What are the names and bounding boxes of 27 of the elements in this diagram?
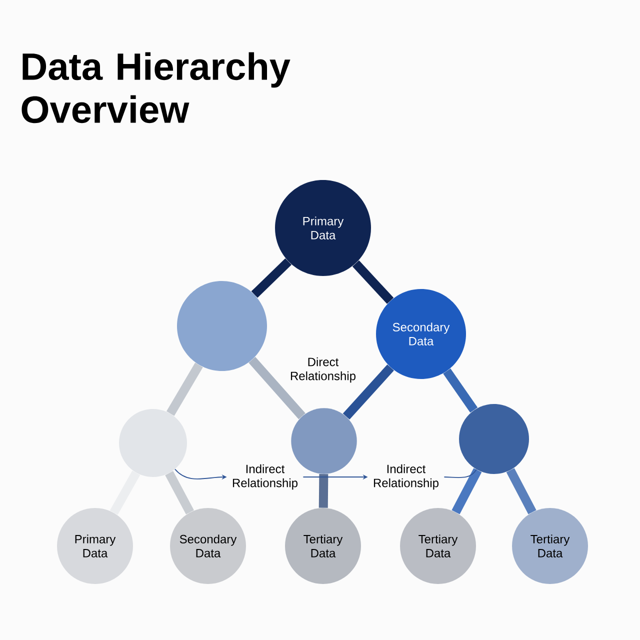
circle-node: Tertiary Data <box>512 508 588 584</box>
circle-node: Secondary Data <box>376 289 466 379</box>
connector-line <box>342 364 394 420</box>
connector-line <box>444 469 477 478</box>
circle-node: Primary Data <box>275 180 371 276</box>
circle-node: Tertiary Data <box>285 508 361 584</box>
circle-node: Primary Data <box>57 508 133 584</box>
connector-line <box>251 258 292 298</box>
circle-node <box>119 409 187 477</box>
circle-node <box>291 408 357 474</box>
circle-node <box>459 404 529 474</box>
connector-line <box>318 474 328 508</box>
title: Data Hierarchy Overview <box>22 52 290 124</box>
connector-line <box>165 471 194 514</box>
connector-line <box>110 470 140 515</box>
connector-line <box>166 362 203 416</box>
connector-line <box>452 468 482 514</box>
relationship-label: Direct Relationship <box>290 357 356 383</box>
circle-node: Secondary Data <box>170 508 246 584</box>
relationship-label: Indirect Relationship <box>374 464 438 490</box>
connector-line <box>352 260 394 304</box>
connector-line <box>248 356 306 420</box>
circle-node: Tertiary Data <box>400 508 476 584</box>
circle-node <box>177 281 267 371</box>
connector-line <box>443 368 478 413</box>
connector-line <box>506 468 536 514</box>
relationship-label: Indirect Relationship <box>232 464 298 490</box>
